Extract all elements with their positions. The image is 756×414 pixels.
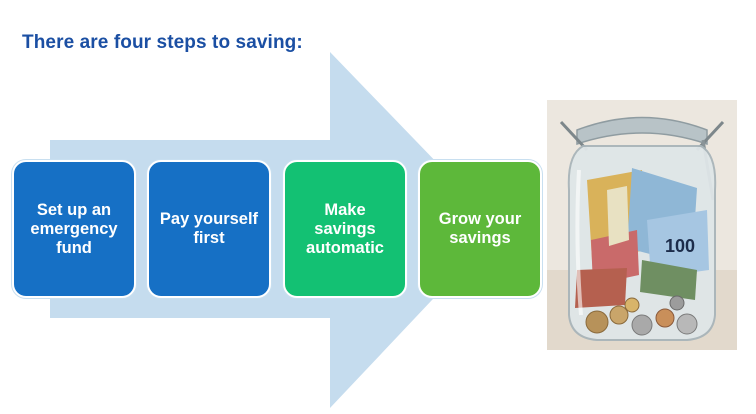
step-label: Make savings automatic bbox=[306, 200, 384, 257]
step-grow-your-savings: Grow your savings bbox=[418, 160, 542, 298]
savings-jar-illustration: 100 bbox=[547, 100, 737, 350]
banknote-value: 100 bbox=[665, 236, 695, 256]
step-pay-yourself-first: Pay yourself first bbox=[147, 160, 271, 298]
step-label: Grow your savings bbox=[438, 210, 522, 247]
step-emergency-fund: Set up an emergency fund bbox=[12, 160, 136, 298]
savings-jar-photo: 100 bbox=[547, 100, 737, 350]
arrow-shape bbox=[50, 52, 500, 408]
step-make-savings-automatic: Make savings automatic bbox=[283, 160, 407, 298]
step-label: Pay yourself first bbox=[159, 210, 259, 247]
step-label: Set up an emergency fund bbox=[30, 200, 118, 257]
page-title: There are four steps to saving: bbox=[22, 32, 303, 53]
